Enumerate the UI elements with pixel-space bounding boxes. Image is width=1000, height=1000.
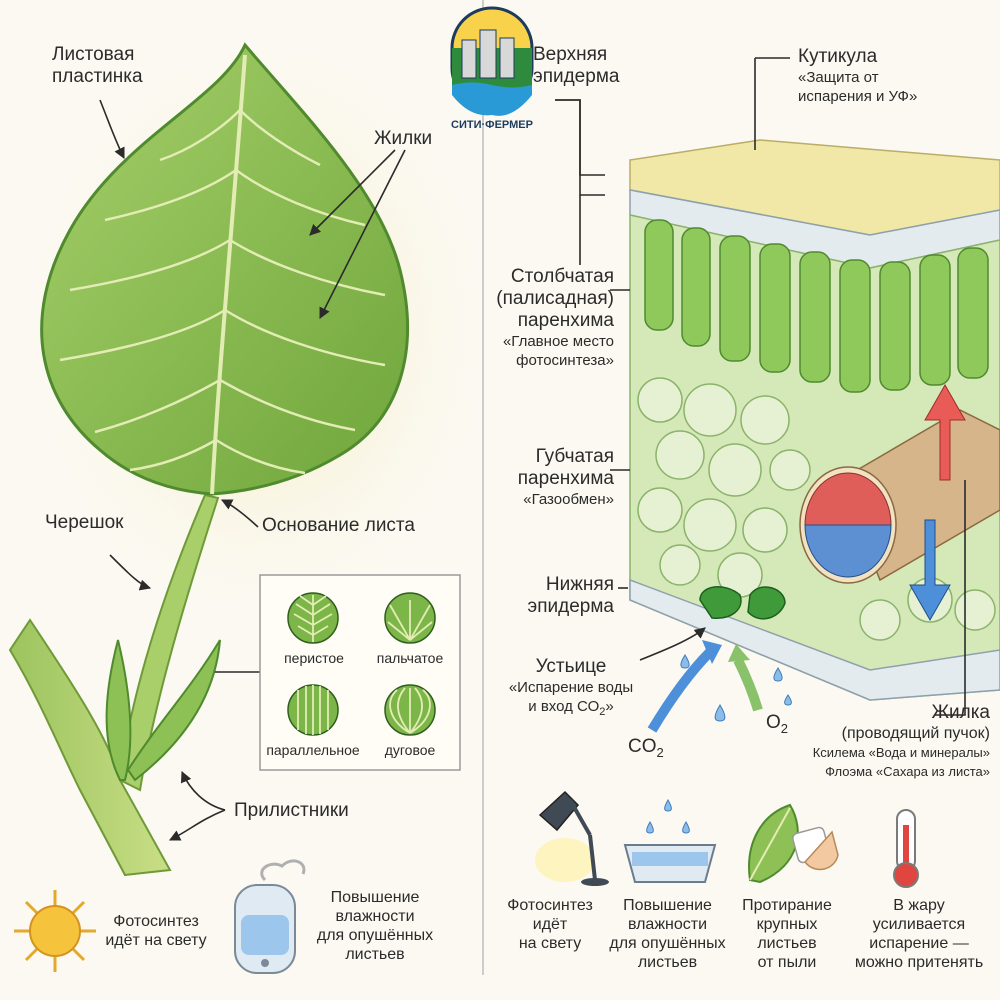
bottom-tip1-l1: Фотосинтез <box>507 897 593 914</box>
bottom-left-tip1: Фотосинтез идёт на свету <box>96 912 216 950</box>
label-spongy: Губчатая паренхима «Газообмен» <box>480 446 614 509</box>
bottom-tip2: Повышение влажности для опушённых листье… <box>605 896 730 972</box>
label-upper-epidermis: Верхняя эпидерма <box>533 44 619 88</box>
spongy-line2: паренхима <box>517 468 614 489</box>
spongy-line1: Губчатая <box>535 446 614 467</box>
vein-title: Жилка <box>931 702 990 723</box>
leaf-blade-line1: Листовая <box>52 44 135 65</box>
venation-pinnate-label: перистое <box>284 650 344 666</box>
stomata-sub2: и вход СО <box>528 698 600 715</box>
o2-text: O <box>766 712 781 733</box>
spongy-sub1: «Газообмен» <box>523 491 614 508</box>
label-cuticle: Кутикула «Защита от испарения и УФ» <box>798 46 917 106</box>
humidifier-icon <box>234 859 306 974</box>
leaf-cross-section <box>629 139 1000 733</box>
bottom-tip2-l4: листьев <box>637 954 698 971</box>
leaf-blade-line2: пластинка <box>52 66 143 87</box>
bottom-tip2-l3: для опушённых <box>609 935 726 952</box>
water-tray-icon <box>623 798 717 883</box>
palisade-line1: Столбчатая <box>510 266 614 287</box>
bottom-tip4-l2: усиливается <box>872 916 966 933</box>
cuticle-sub1: «Защита от <box>798 69 879 86</box>
bottom-tip3-l3: листьев <box>757 935 817 952</box>
label-stipules: Прилистники <box>234 800 349 821</box>
upper-epidermis-line2: эпидерма <box>533 66 620 87</box>
bottom-left2-l3: для опушённых <box>316 927 434 944</box>
label-leaf-base: Основание листа <box>262 515 415 536</box>
label-veins: Жилки <box>374 128 433 149</box>
label-palisade: Столбчатая (палисадная) паренхима «Главн… <box>480 266 614 370</box>
label-petiole: Черешок <box>45 512 124 533</box>
bottom-tip1-l2: идёт <box>532 916 568 933</box>
label-lower-epidermis: Нижняя эпидерма <box>490 574 614 618</box>
label-co2: CO2 <box>628 736 664 760</box>
leaf-illustration <box>8 42 409 877</box>
bottom-tip4-l3: испарение — <box>869 935 969 952</box>
bottom-left2-l1: Повышение <box>330 889 420 906</box>
stomata-title: Устьице <box>535 656 607 677</box>
bottom-left1-l1: Фотосинтез <box>113 913 199 930</box>
bottom-tip3: Протирание крупных листьев от пыли <box>732 896 842 972</box>
bottom-tip1-l3: на свету <box>518 935 582 952</box>
cuticle-title: Кутикула <box>798 46 878 67</box>
logo: СИТИ·ФЕРМЕР <box>450 6 534 131</box>
lamp-icon <box>535 790 609 886</box>
vein-sub3: Флоэма «Сахара из листа» <box>825 764 990 779</box>
bottom-left2-l4: листьев <box>345 946 405 963</box>
stomata-shape <box>699 586 786 620</box>
bottom-left2-l2: влажности <box>335 908 415 925</box>
bottom-tip1: Фотосинтез идёт на свету <box>495 896 605 953</box>
venation-parallel-label: параллельное <box>266 742 360 758</box>
sun-icon <box>14 890 96 972</box>
palisade-sub2: фотосинтеза» <box>516 352 614 369</box>
vascular-bundle <box>799 409 1000 584</box>
bottom-tip3-l2: крупных <box>756 916 818 933</box>
bottom-tip4-l1: В жару <box>893 897 945 914</box>
palisade-line3: паренхима <box>517 310 614 331</box>
palisade-sub1: «Главное место <box>502 333 614 350</box>
venation-types-box <box>259 574 461 771</box>
logo-text: СИТИ·ФЕРМЕР <box>451 119 533 131</box>
palisade-line2: (палисадная) <box>496 288 614 309</box>
label-o2: O2 <box>766 712 789 736</box>
bottom-left1-l2: идёт на свету <box>105 932 207 949</box>
cuticle-sub2: испарения и УФ» <box>798 88 918 105</box>
label-leaf-blade: Листовая пластинка <box>52 44 143 88</box>
lower-epidermis-line1: Нижняя <box>545 574 614 595</box>
stomata-sub1: «Испарение воды <box>508 679 634 696</box>
venation-palmate-label: пальчатое <box>376 650 444 666</box>
lower-epidermis-line2: эпидерма <box>527 596 614 617</box>
vein-sub2: Ксилема «Вода и минералы» <box>812 745 990 760</box>
stomata-sub2-end: » <box>605 698 614 715</box>
wiping-leaf-icon <box>748 803 839 884</box>
vein-sub1: (проводящий пучок) <box>841 725 990 742</box>
venation-arcuate-label: дуговое <box>384 742 436 758</box>
bottom-tip4: В жару усиливается испарение — можно при… <box>846 896 992 972</box>
bottom-tip2-l1: Повышение <box>623 897 712 914</box>
label-vein-bundle: Жилка (проводящий пучок) Ксилема «Вода и… <box>790 702 990 781</box>
bottom-tip4-l4: можно притенять <box>854 954 984 971</box>
bottom-tip3-l1: Протирание <box>742 897 832 914</box>
bottom-tip3-l4: от пыли <box>757 954 817 971</box>
upper-epidermis-line1: Верхняя <box>533 44 608 65</box>
label-stomata: Устьице «Испарение воды и вход СО2» <box>500 656 642 722</box>
bottom-left-tip2: Повышение влажности для опушённых листье… <box>305 888 445 964</box>
co2-text: CO <box>628 736 657 757</box>
bottom-tip2-l2: влажности <box>627 916 708 933</box>
thermometer-icon <box>893 809 919 888</box>
